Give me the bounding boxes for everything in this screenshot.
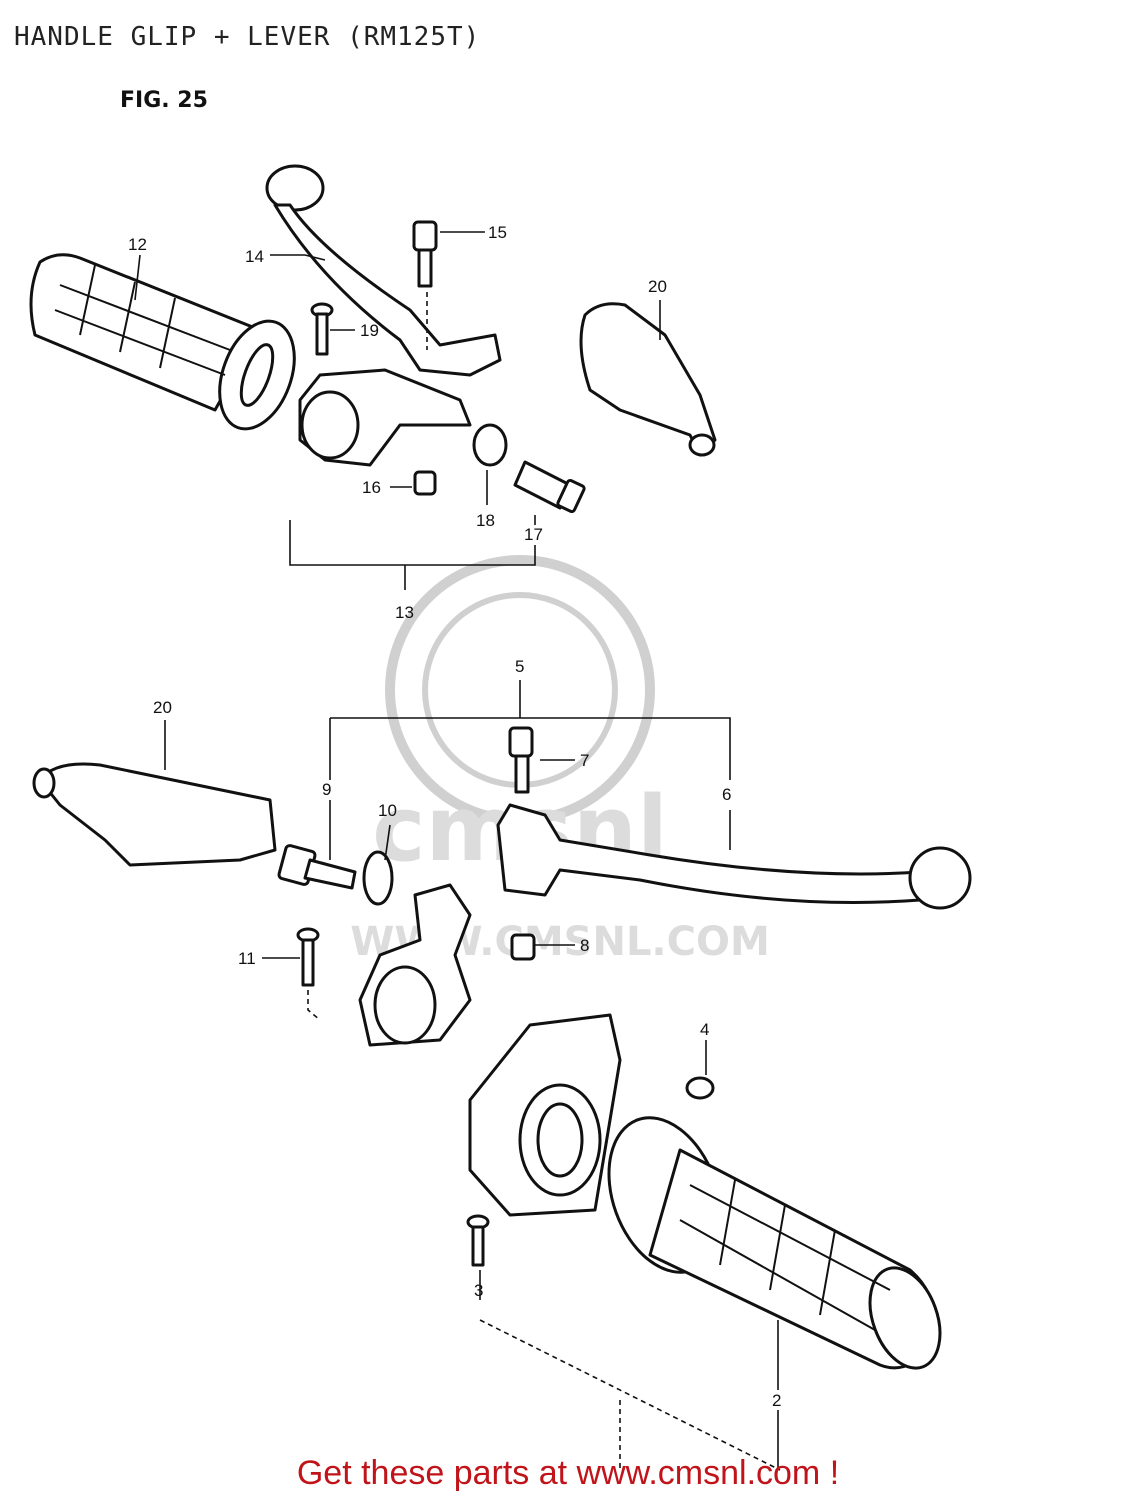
callout-8: 8: [580, 936, 589, 955]
left-grip: [29, 253, 296, 431]
callout-14: 14: [245, 247, 264, 266]
figure-label: FIG. 25: [120, 88, 208, 113]
callout-numbers: 12 14 15 19 20 16 18 17 13 20 5 7 9 6 10…: [128, 223, 781, 1410]
lever-cover-top: [579, 302, 717, 457]
callout-11: 11: [238, 949, 256, 968]
throttle-grip: [607, 1116, 942, 1370]
adjuster-washer: [472, 423, 508, 467]
housing-screw: [466, 1214, 490, 1267]
callout-15: 15: [488, 223, 507, 242]
callout-4: 4: [700, 1020, 709, 1039]
callout-6: 6: [722, 785, 731, 804]
callout-13: 13: [395, 603, 414, 622]
callout-20-top: 20: [648, 277, 667, 296]
holder-nut: [413, 470, 437, 496]
lower-cable-adjuster: [277, 844, 357, 890]
callout-12: 12: [128, 235, 147, 254]
brake-lever-bolt: [508, 726, 534, 794]
callout-20-bottom: 20: [153, 698, 172, 717]
callout-16: 16: [362, 478, 381, 497]
callout-5: 5: [515, 657, 524, 676]
throttle-collar: [685, 1076, 715, 1100]
lever-holder: [298, 368, 472, 467]
lever-bolt: [412, 220, 438, 288]
leader-lines: [134, 231, 781, 1471]
clamp-screw: [310, 302, 334, 356]
brake-lever: [496, 803, 972, 910]
callout-3: 3: [474, 1281, 483, 1300]
callout-2: 2: [772, 1391, 781, 1410]
page-title: HANDLE GLIP + LEVER (RM125T): [14, 22, 481, 52]
callout-17: 17: [524, 525, 543, 544]
lever-cover-bottom: [32, 762, 277, 867]
callout-19: 19: [360, 321, 379, 340]
footer-link[interactable]: Get these parts at www.cmsnl.com !: [296, 1454, 840, 1492]
clutch-lever: [265, 164, 502, 377]
callout-18: 18: [476, 511, 495, 530]
lower-clamp-screw: [296, 927, 320, 987]
callout-9: 9: [322, 780, 331, 799]
lower-nut: [510, 933, 536, 961]
cable-adjuster: [513, 460, 586, 514]
brake-lever-holder: [358, 883, 472, 1047]
callout-7: 7: [580, 751, 589, 770]
callout-10: 10: [378, 801, 397, 820]
throttle-housing: [468, 1013, 622, 1217]
lower-washer: [362, 850, 394, 906]
